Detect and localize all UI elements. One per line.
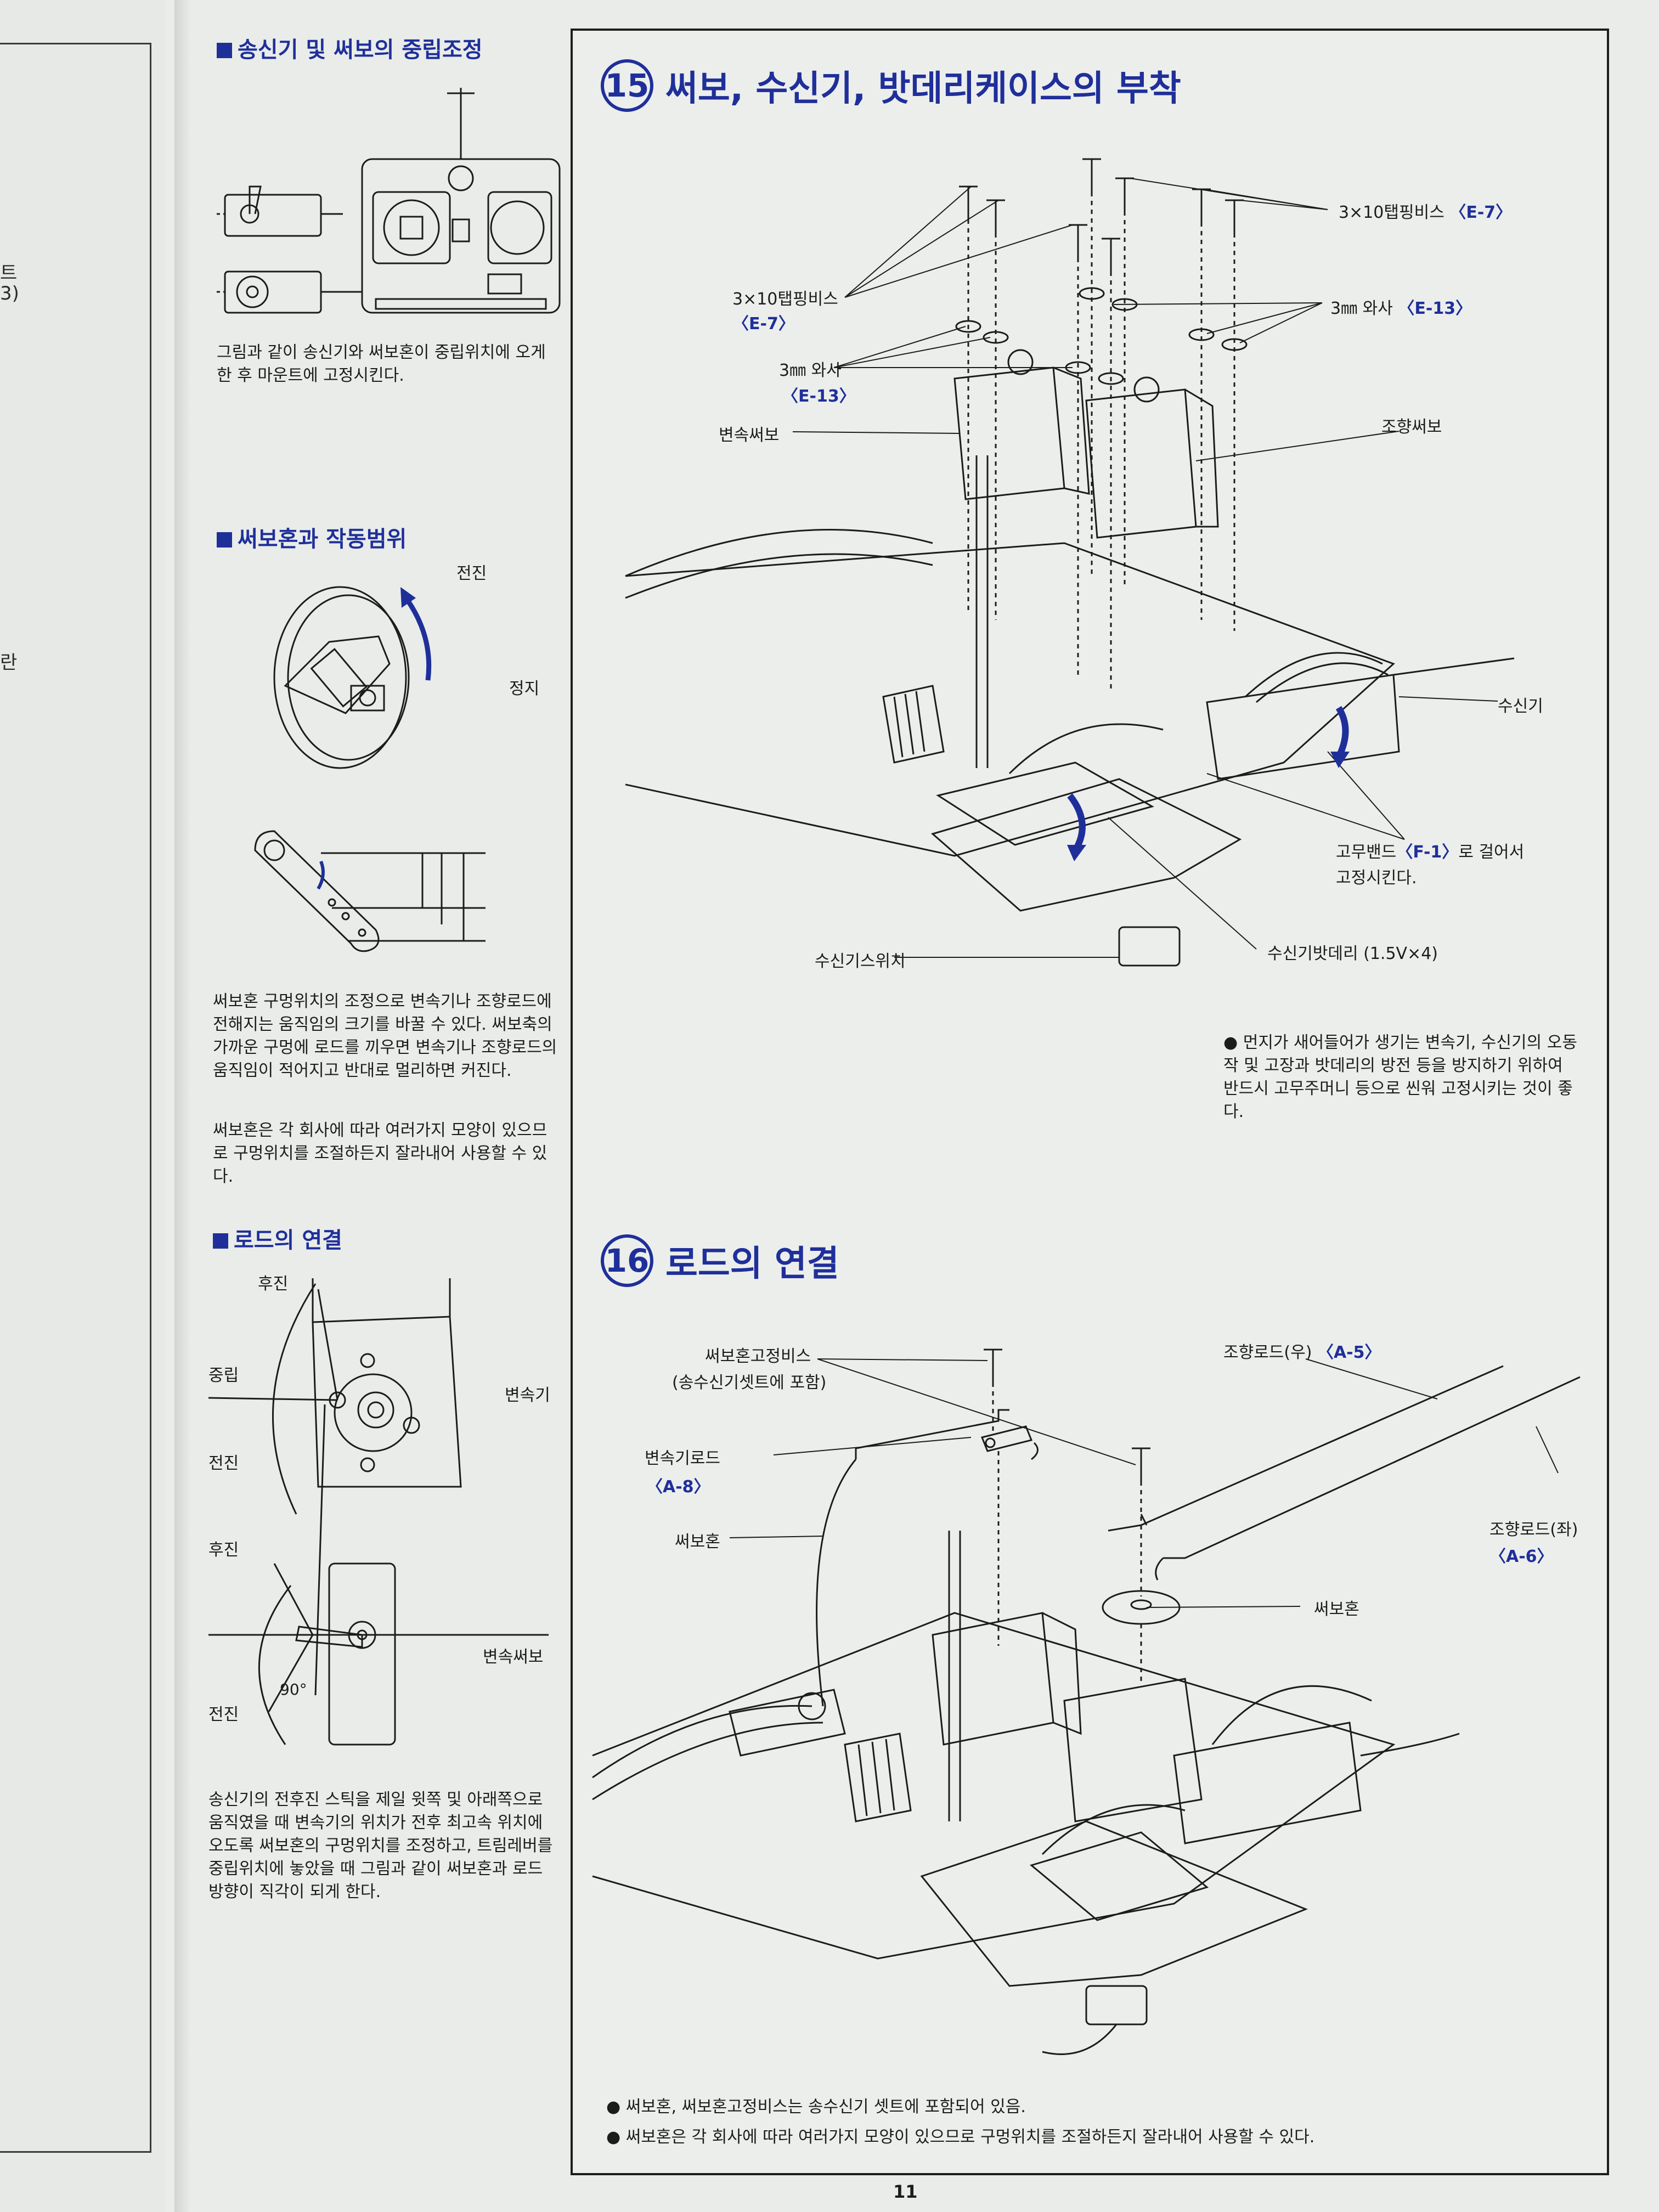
transmitter-servo-illustration xyxy=(217,82,568,329)
label-screw-left-code: 〈E-7〉 xyxy=(732,314,795,334)
label-servo-horn-left: 써보혼 xyxy=(675,1532,720,1551)
page-fold-shadow xyxy=(174,0,191,2212)
label-receiver-switch: 수신기스위치 xyxy=(815,952,906,971)
label-steering-rod-left-code: 〈A-6〉 xyxy=(1489,1547,1554,1566)
label-horn-screw-note: (송수신기셋트에 포함) xyxy=(672,1373,827,1392)
label-forward: 전진 xyxy=(456,564,487,583)
label-screw-left: 3×10탭핑비스 xyxy=(732,290,838,309)
label-shift-servo: 변속써보 xyxy=(483,1647,544,1667)
label-receiver: 수신기 xyxy=(1498,697,1543,716)
label-receiver-battery: 수신기밧데리 (1.5V×4) xyxy=(1267,944,1438,963)
label-shift-rod-code: 〈A-8〉 xyxy=(646,1477,710,1497)
section3-paragraph: 송신기의 전후진 스틱을 제일 윗쪽 및 아래쪽으로 움직였을 때 변속기의 위… xyxy=(208,1790,553,1901)
section2-paragraph-2: 써보혼은 각 회사에 따라 여러가지 모양이 있으므로 구멍위치를 조절하든지 … xyxy=(213,1121,548,1186)
label-stop: 정지 xyxy=(509,679,540,698)
prev-page-text-fragment: 란 xyxy=(0,652,18,674)
step16-assembly-illustration xyxy=(592,1328,1580,2085)
label-transmission: 변속기 xyxy=(505,1386,550,1405)
step15-number-badge: 15 xyxy=(601,59,653,112)
previous-page-edge: 트 3) 란 xyxy=(0,0,166,2212)
label-shift-rod: 변속기로드 xyxy=(645,1449,720,1468)
label-screw-right: 3×10탭핑비스 〈E-7〉 xyxy=(1339,203,1513,222)
step16-number-badge: 16 xyxy=(601,1234,653,1287)
label-washer-right: 3㎜ 와사 〈E-13〉 xyxy=(1330,299,1472,318)
step16-header: 16 로드의 연결 xyxy=(601,1234,839,1287)
label-reverse-bottom: 후진 xyxy=(208,1541,239,1560)
label-neutral: 중립 xyxy=(208,1366,239,1385)
section2-paragraph: 써보혼 구멍위치의 조정으로 변속기나 조향로드에 전해지는 움직임의 크기를 … xyxy=(213,992,557,1080)
label-servo-horn-right: 써보혼 xyxy=(1314,1600,1359,1619)
step15-note: ● 먼지가 새어들어가 생기는 변속기, 수신기의 오동작 및 고장과 밧데리의… xyxy=(1223,1033,1577,1121)
section-title-horn-range: 써보혼과 작동범위 xyxy=(217,521,407,553)
label-steering-servo: 조향써보 xyxy=(1381,417,1442,437)
section-title-neutral-adjustment: 송신기 및 써보의 중립조정 xyxy=(217,32,483,64)
step15-assembly-illustration xyxy=(625,148,1558,988)
steps-frame xyxy=(571,29,1609,2175)
label-steering-rod-left: 조향로드(좌) xyxy=(1489,1520,1578,1539)
label-angle: 90° xyxy=(280,1680,307,1699)
label-washer-left: 3㎜ 와사 xyxy=(779,361,842,380)
step15-header: 15 써보, 수신기, 밧데리케이스의 부착 xyxy=(601,59,1181,112)
previous-page-frame xyxy=(0,43,151,2153)
section1-paragraph: 그림과 같이 송신기와 써보혼이 중립위치에 오게 한 후 마운트에 고정시킨다… xyxy=(217,343,546,385)
prev-page-text-fragment: 트 xyxy=(0,262,18,284)
label-rubber-band-line2: 고정시킨다. xyxy=(1336,868,1417,888)
step16-note-2: ● 써보혼은 각 회사에 따라 여러가지 모양이 있으므로 구멍위치를 조절하든… xyxy=(606,2128,1315,2147)
step15-title: 써보, 수신기, 밧데리케이스의 부착 xyxy=(665,69,1181,109)
label-shift-servo-15: 변속써보 xyxy=(719,426,780,445)
section-title-rod-connection: 로드의 연결 xyxy=(213,1222,342,1254)
label-steering-rod-right: 조향로드(우) 〈A-5〉 xyxy=(1223,1343,1381,1362)
servo-horn-arm-illustration xyxy=(250,826,491,957)
rod-connection-illustration xyxy=(208,1256,560,1778)
label-forward-bottom: 전진 xyxy=(208,1705,239,1724)
label-forward-top: 전진 xyxy=(208,1454,239,1473)
page-number: 11 xyxy=(893,2181,918,2202)
label-washer-left-code: 〈E-13〉 xyxy=(782,387,856,406)
label-reverse-top: 후진 xyxy=(258,1274,289,1294)
label-horn-screw: 써보혼고정비스 xyxy=(705,1347,811,1366)
prev-page-text-fragment: 3) xyxy=(0,283,19,304)
label-rubber-band: 고무밴드〈F-1〉로 걸어서 xyxy=(1336,843,1525,862)
step16-title: 로드의 연결 xyxy=(665,1244,839,1284)
step16-note-1: ● 써보혼, 써보혼고정비스는 송수신기 셋트에 포함되어 있음. xyxy=(606,2097,1026,2117)
servo-horn-wheel-illustration xyxy=(241,576,472,774)
